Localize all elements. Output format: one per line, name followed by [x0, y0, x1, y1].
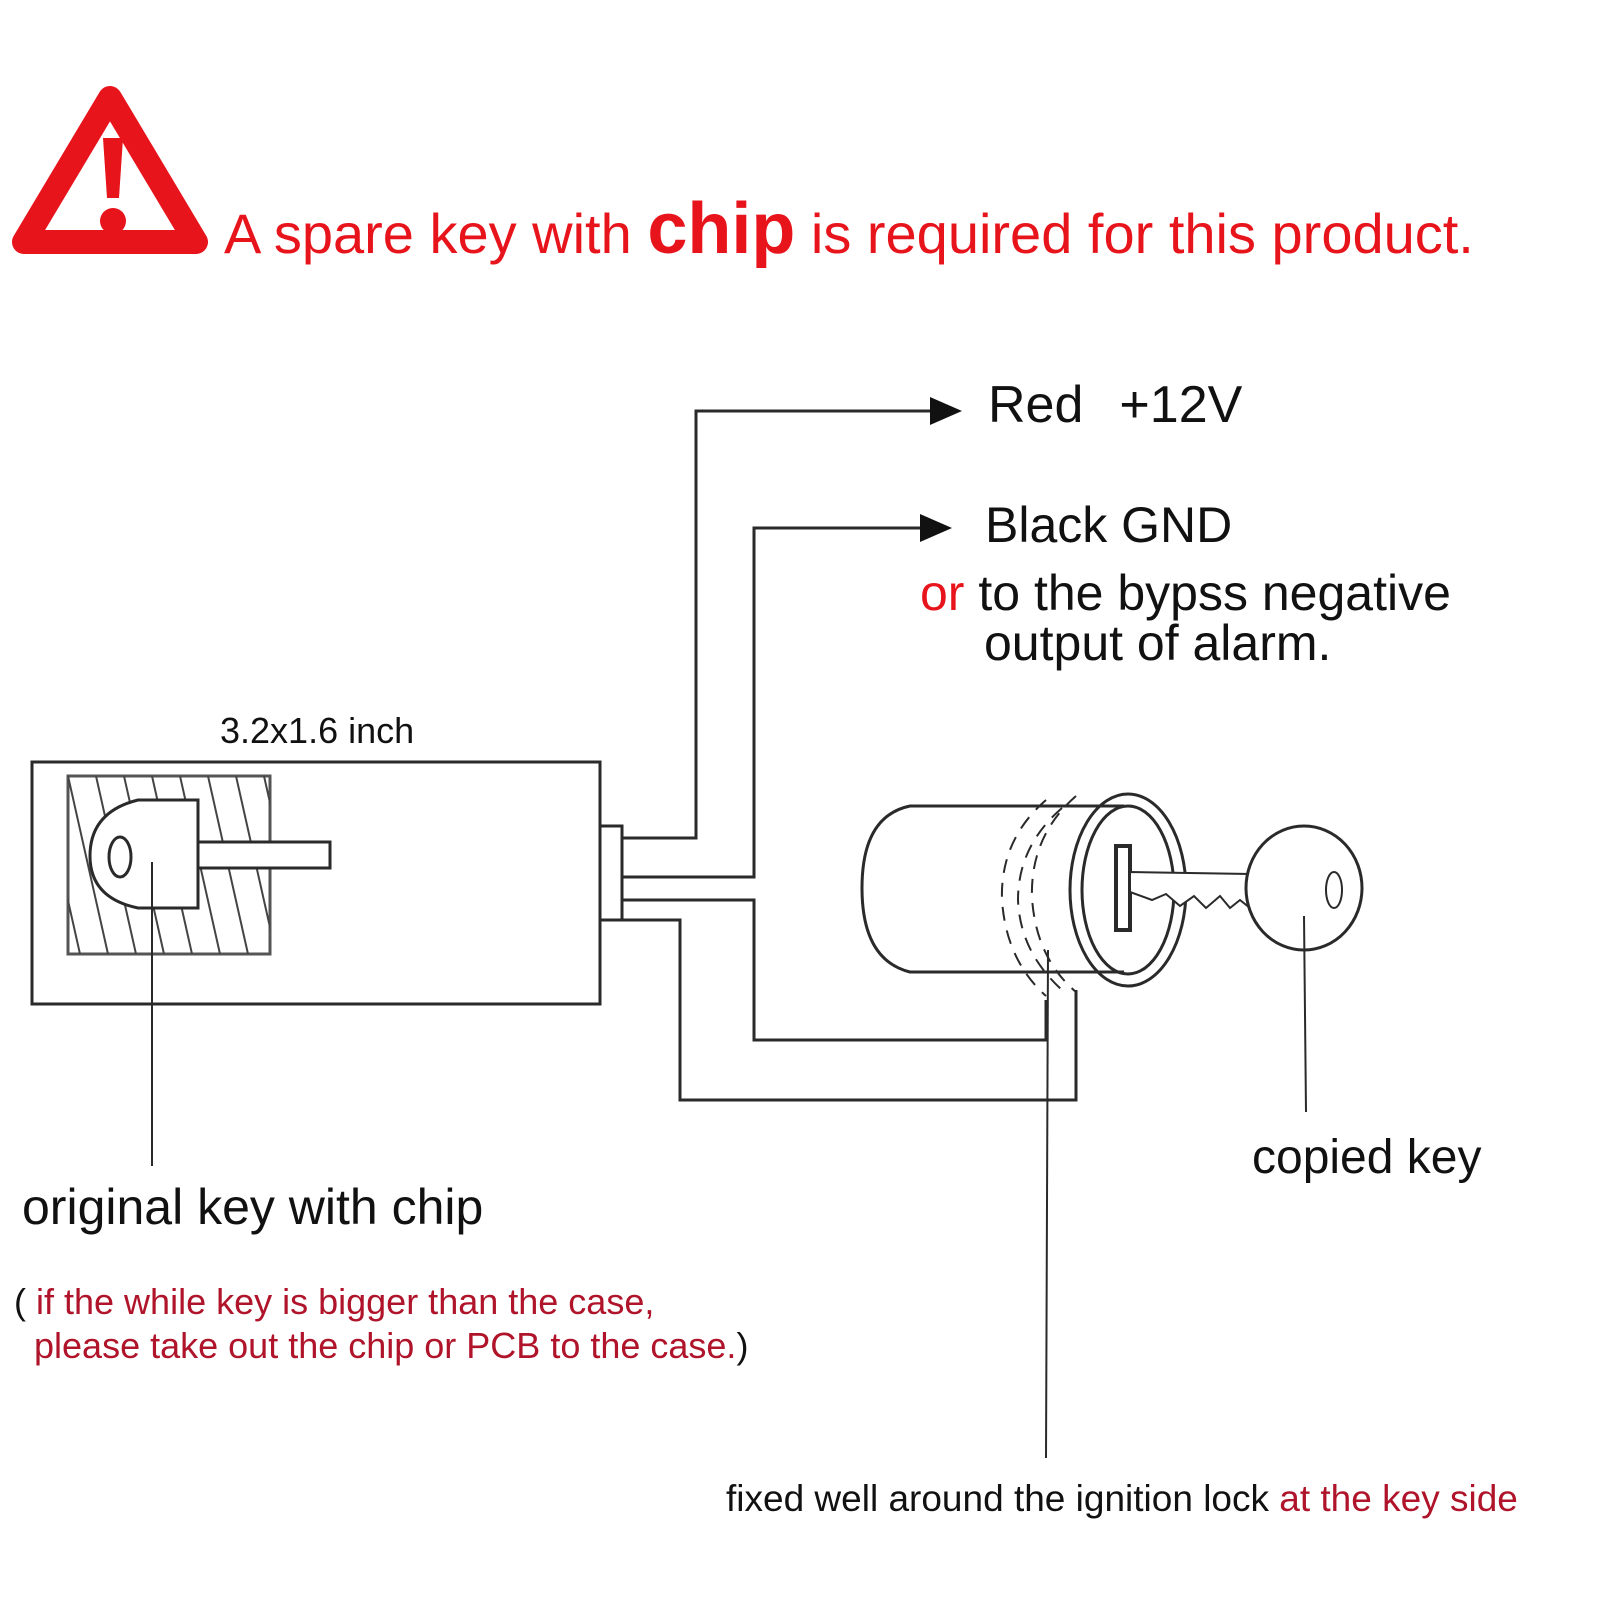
black-wire-label: Black GND — [985, 497, 1233, 553]
red-wire — [622, 409, 930, 840]
bypass-line-2: output of alarm. — [984, 615, 1332, 671]
or-text: or — [920, 565, 965, 621]
red-wire-arrow — [930, 397, 962, 425]
red-wire-name: Red — [988, 376, 1084, 434]
ignition-pointer — [1045, 949, 1049, 1459]
warning-text-start: A spare key with — [224, 202, 648, 265]
warning-message: A spare key with chip is required for th… — [224, 188, 1474, 270]
bypass-line-1: to the bypss negative — [978, 565, 1451, 621]
original-key-hole — [107, 835, 133, 879]
note-open-paren: ( — [14, 1281, 36, 1322]
red-wire-label: Red +12V — [988, 375, 1242, 435]
note-close-paren: ) — [736, 1325, 749, 1366]
original-key-label: original key with chip — [22, 1179, 484, 1235]
antenna-wire-outer — [622, 918, 1078, 1102]
fixed-highlight: at the key side — [1279, 1478, 1518, 1519]
warning-text-end: is required for this product. — [795, 202, 1474, 265]
copied-key-label: copied key — [1252, 1131, 1482, 1184]
copied-key-blade — [1129, 870, 1251, 911]
note-line-2: please take out the chip or PCB to the c… — [34, 1325, 737, 1366]
key-slot — [1114, 844, 1132, 932]
antenna-coil — [1000, 795, 1077, 997]
warning-triangle-icon — [12, 86, 208, 254]
cable-connector — [598, 824, 624, 922]
fixed-instruction: fixed well around the ignition lock at t… — [726, 1478, 1518, 1520]
fixed-text: fixed well around the ignition lock — [726, 1478, 1280, 1519]
copied-key-hole — [1325, 871, 1343, 909]
ignition-cylinder — [860, 804, 1124, 974]
module-size-label: 3.2x1.6 inch — [220, 710, 415, 751]
black-wire-arrow — [920, 514, 952, 542]
black-wire — [622, 526, 920, 879]
original-key-blade — [196, 840, 332, 870]
note-line-1: if the while key is bigger than the case… — [36, 1281, 655, 1322]
antenna-wire-inner — [622, 898, 1048, 1042]
chip-note: ( if the while key is bigger than the ca… — [14, 1280, 748, 1368]
warning-text-chip: chip — [647, 189, 796, 269]
red-wire-voltage: +12V — [1119, 376, 1243, 434]
copied-key-pointer — [1303, 915, 1307, 1113]
original-key-head — [88, 798, 200, 910]
